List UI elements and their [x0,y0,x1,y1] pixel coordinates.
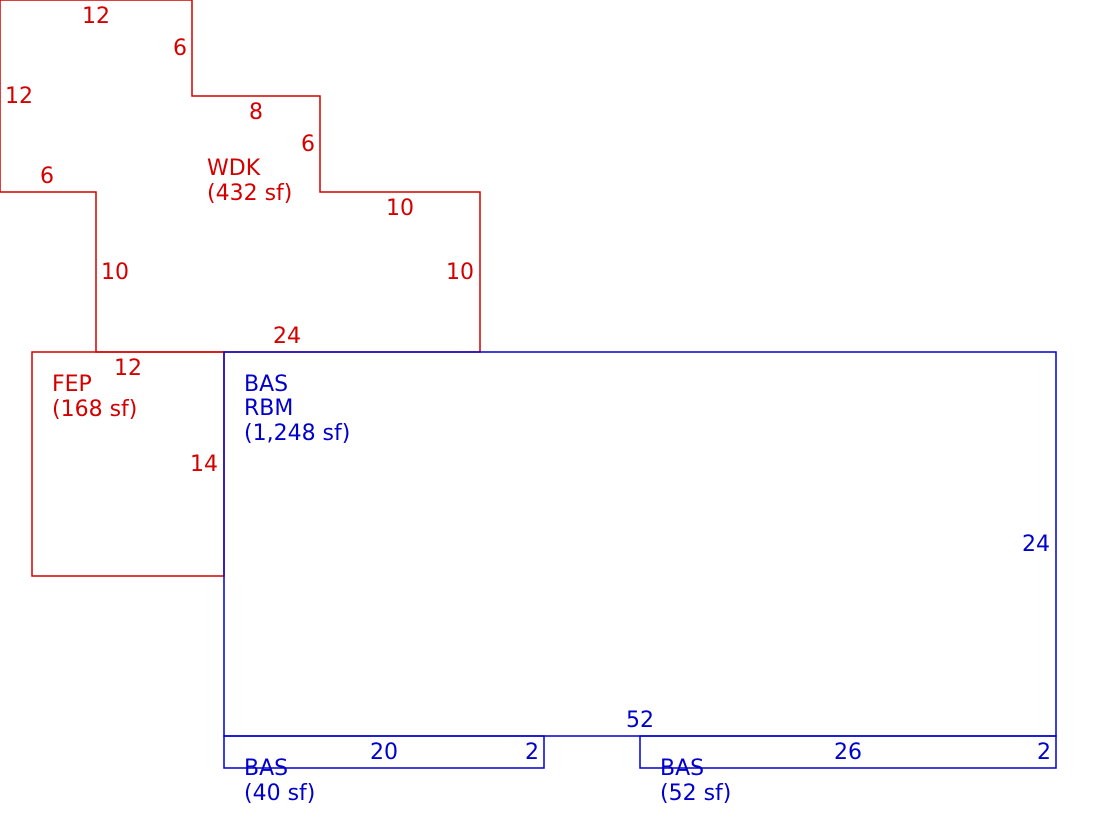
wdk-area-label: (432 sf) [207,181,292,206]
wdk-dim-bottom: 24 [273,324,301,349]
wdk-dim-top: 12 [82,4,110,29]
bas-main-code-label: BAS [244,372,288,397]
bas-main-area-label: (1,248 sf) [244,421,350,446]
bas-small-left-code-label: BAS [244,756,288,781]
wdk-dim-step1-right: 6 [173,36,187,61]
bas-small-left-dim-depth: 2 [525,740,539,765]
bas-small-right-area-label: (52 sf) [660,781,731,806]
fep-area-label: (168 sf) [52,397,137,422]
bas-small-left-dim-length: 20 [370,740,398,765]
bas-main-dim-bottom: 52 [626,708,654,733]
bas-small-right-code-label: BAS [660,756,704,781]
fep-dim-right: 14 [190,452,218,477]
wdk-dim-step3-top: 10 [386,196,414,221]
wdk-dim-right-lower: 10 [446,260,474,285]
wdk-dim-left-lower: 10 [101,260,129,285]
bas-main-outline [223,351,1057,737]
bas-main-dim-right: 24 [1022,532,1050,557]
bas-small-right-dim-length: 26 [834,740,862,765]
fep-dim-top: 12 [114,356,142,381]
fep-code-label: FEP [52,372,92,397]
bas-small-right-dim-depth: 2 [1037,740,1051,765]
wdk-outline [0,0,481,353]
bas-small-left-outline [223,735,545,769]
wdk-dim-step2-right: 6 [301,132,315,157]
bas-main-subcode-label: RBM [244,396,293,421]
wdk-code-label: WDK [207,156,261,181]
wdk-dim-step2-top: 8 [249,100,263,125]
bas-small-right-outline [639,735,1057,769]
wdk-dim-left-step: 6 [40,164,54,189]
wdk-dim-left-upper: 12 [5,84,33,109]
bas-small-left-area-label: (40 sf) [244,781,315,806]
